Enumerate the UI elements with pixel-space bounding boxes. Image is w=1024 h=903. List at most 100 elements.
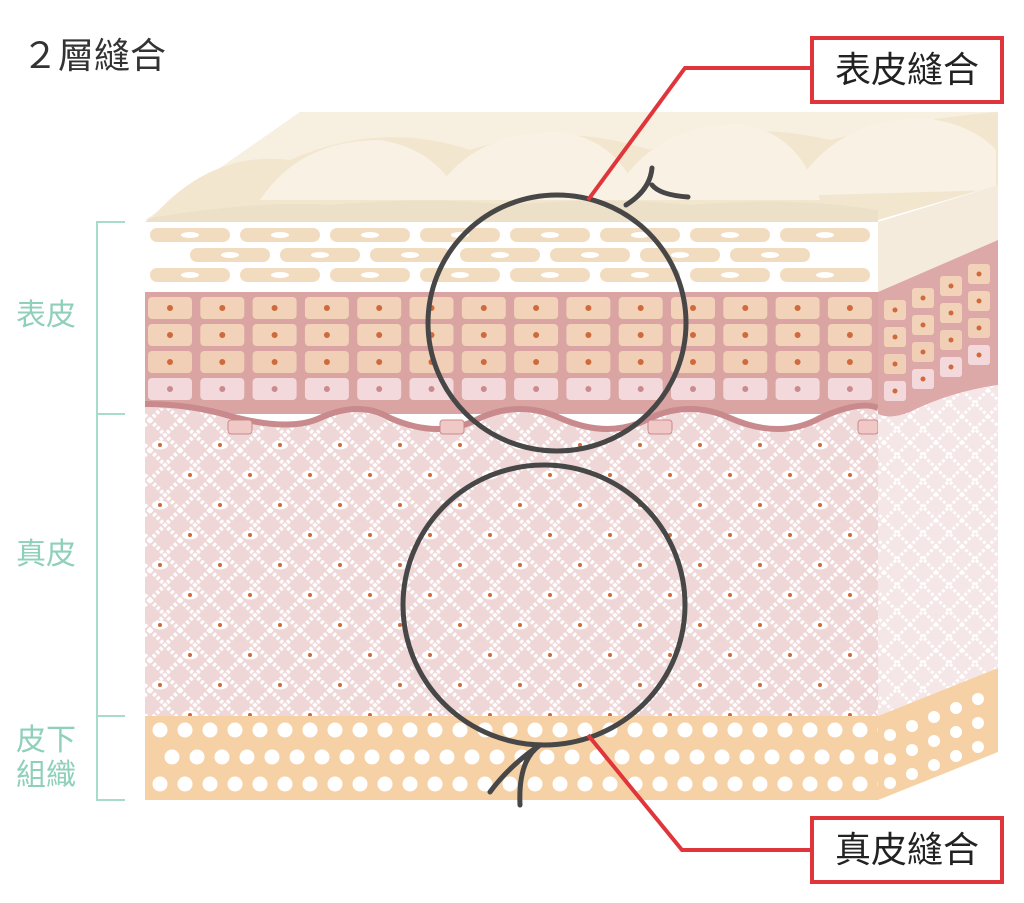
cell-nucleus [376, 359, 383, 365]
dermis-cell-nucleus [608, 473, 612, 477]
cell-nucleus [219, 359, 226, 365]
dermis-cell-nucleus [818, 503, 822, 507]
fat-cell [877, 727, 878, 733]
fat-cell [464, 749, 480, 765]
dermis-cell-nucleus [698, 443, 702, 447]
fat-cell [777, 722, 793, 738]
fat-cell [727, 776, 743, 792]
cell-nucleus [846, 359, 853, 365]
dermis-cell-nucleus [398, 503, 402, 507]
dermis-cell-nucleus [758, 623, 762, 627]
fat-cell [527, 722, 543, 738]
cell-nucleus [428, 386, 435, 392]
dermis-cell-nucleus [218, 623, 222, 627]
dermis-cell-nucleus [698, 503, 702, 507]
dermis-cell-nucleus [638, 563, 642, 567]
side-cell-nucleus [920, 376, 926, 382]
stratum-corneum [145, 222, 878, 292]
dermis-cell-nucleus [188, 713, 192, 716]
dermis-cell-nucleus [578, 683, 582, 687]
side-cell-nucleus [948, 283, 954, 289]
dermis-cell-nucleus [398, 683, 402, 687]
dermis-cell-nucleus [368, 473, 372, 477]
fat-cell [689, 749, 705, 765]
fat-cell [202, 722, 218, 738]
dermis-cell-nucleus [248, 473, 252, 477]
fat-cell [177, 722, 193, 738]
dermal-suture-loop [400, 462, 688, 748]
side-fat-cell [950, 750, 962, 762]
fat-cell [814, 749, 830, 765]
fat-cell [502, 722, 518, 738]
dermis-cell-nucleus [758, 443, 762, 447]
fat-cell [539, 749, 555, 765]
side-fat-cell [906, 768, 918, 780]
label-subcutis-line1: 皮下 [16, 723, 76, 758]
fat-cell [452, 722, 468, 738]
dermis-cell-nucleus [158, 623, 162, 627]
dermis-cell-nucleus [278, 563, 282, 567]
dermis-cell-nucleus [278, 443, 282, 447]
dermis-cell-nucleus [158, 683, 162, 687]
cell-nucleus [167, 359, 173, 365]
dermis-cell-nucleus [848, 533, 852, 537]
dermis-cell-nucleus [698, 623, 702, 627]
cell-nucleus [376, 305, 383, 311]
dermis-cell-nucleus [818, 683, 822, 687]
dermis-cell-nucleus [518, 623, 522, 627]
side-fat-cell [928, 735, 940, 747]
dermis-cell-nucleus [818, 623, 822, 627]
dermis-cell-nucleus [488, 713, 492, 716]
fat-cell [827, 776, 843, 792]
cell-nucleus [585, 332, 592, 338]
dermis-cell-nucleus [608, 533, 612, 537]
fat-cell [839, 749, 855, 765]
cell-nucleus [846, 332, 853, 338]
fat-cell [302, 722, 318, 738]
label-dermis: 真皮 [16, 537, 76, 572]
fat-cell [652, 722, 668, 738]
side-cell-nucleus [976, 271, 982, 277]
side-cell-nucleus [920, 295, 926, 301]
fat-cell [527, 776, 543, 792]
fat-cell [364, 749, 380, 765]
fat-cell [264, 749, 280, 765]
dermis-cell-nucleus [548, 653, 552, 657]
cell-nucleus [219, 386, 226, 392]
cell-nucleus [585, 386, 592, 392]
cell-nucleus [794, 386, 801, 392]
dermis-cell-nucleus [308, 473, 312, 477]
cell-nucleus [219, 305, 226, 311]
callout-dermal-label: 真皮縫合 [835, 830, 979, 871]
side-fat-cell [906, 744, 918, 756]
dermis-cell-nucleus [818, 443, 822, 447]
side-fat-cell [884, 729, 896, 741]
side-cell-nucleus [892, 307, 898, 313]
dermis-cell-nucleus [848, 473, 852, 477]
dermis-cell-nucleus [428, 533, 432, 537]
fat-cell [327, 776, 343, 792]
dermis-cell-nucleus [488, 653, 492, 657]
fat-cell [152, 776, 168, 792]
cell-nucleus [480, 386, 487, 392]
fat-cell [677, 776, 693, 792]
dermis-cell-nucleus [728, 713, 732, 716]
epidermal-suture-knot [623, 165, 691, 208]
dermis-cell-nucleus [638, 683, 642, 687]
fat-cell [439, 749, 455, 765]
cell-nucleus [585, 305, 592, 311]
dermis-cell-nucleus [278, 503, 282, 507]
fat-cell [864, 749, 878, 765]
fat-cell [677, 722, 693, 738]
dermis-cell-nucleus [668, 593, 672, 597]
side-fat-cell [928, 711, 940, 723]
dermis-cell-nucleus [218, 683, 222, 687]
dermis-cell-nucleus [338, 683, 342, 687]
fat-cell [739, 749, 755, 765]
fat-cell [189, 749, 205, 765]
dermis-cell-nucleus [458, 503, 462, 507]
dermis-cell-nucleus [338, 563, 342, 567]
dermis-cell-nucleus [848, 653, 852, 657]
fat-cell [327, 722, 343, 738]
